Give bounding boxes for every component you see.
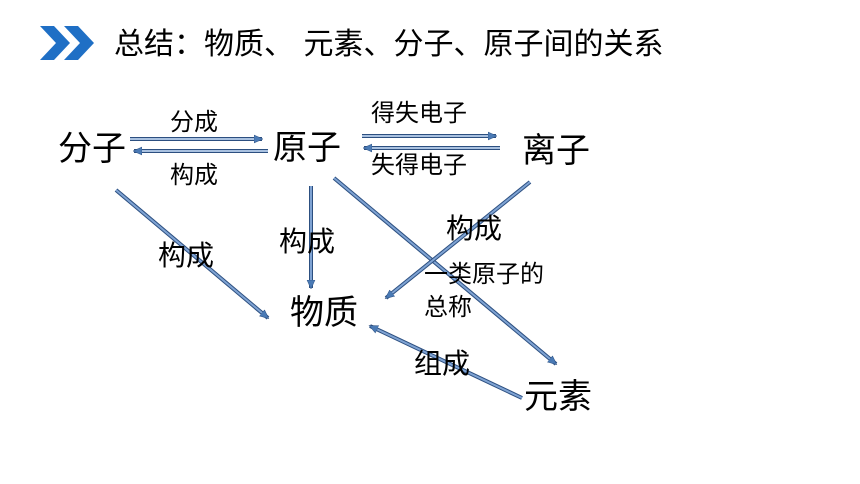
label-atom-to-molecule: 构成 [170,161,218,189]
label-atom-to-element-line2: 总称 [424,293,472,321]
label-ion-to-atom: 失得电子 [371,151,467,179]
node-atom: 原子 [273,128,341,168]
label-atom-to-ion: 得失电子 [371,99,467,127]
page-title: 总结：物质、 元素、分子、原子间的关系 [114,27,664,62]
label-atom-to-matter: 构成 [279,225,336,258]
label-molecule-to-atom: 分成 [170,108,218,136]
arrow-ion-to-matter [386,180,532,300]
node-ion: 离子 [522,131,590,171]
label-atom-to-element-line1: 一类原子的 [424,260,544,288]
arrow-atom-to-element [332,176,558,366]
node-matter: 物质 [290,293,358,333]
node-molecule: 分子 [58,129,126,169]
node-element: 元素 [524,377,592,417]
arrow-element-to-matter [370,324,523,400]
double-chevron-icon [40,26,94,60]
arrow-molecule-to-matter [114,188,270,320]
label-element-to-matter: 组成 [414,347,471,380]
label-ion-to-matter: 构成 [446,212,503,245]
label-molecule-to-matter: 构成 [158,239,215,272]
